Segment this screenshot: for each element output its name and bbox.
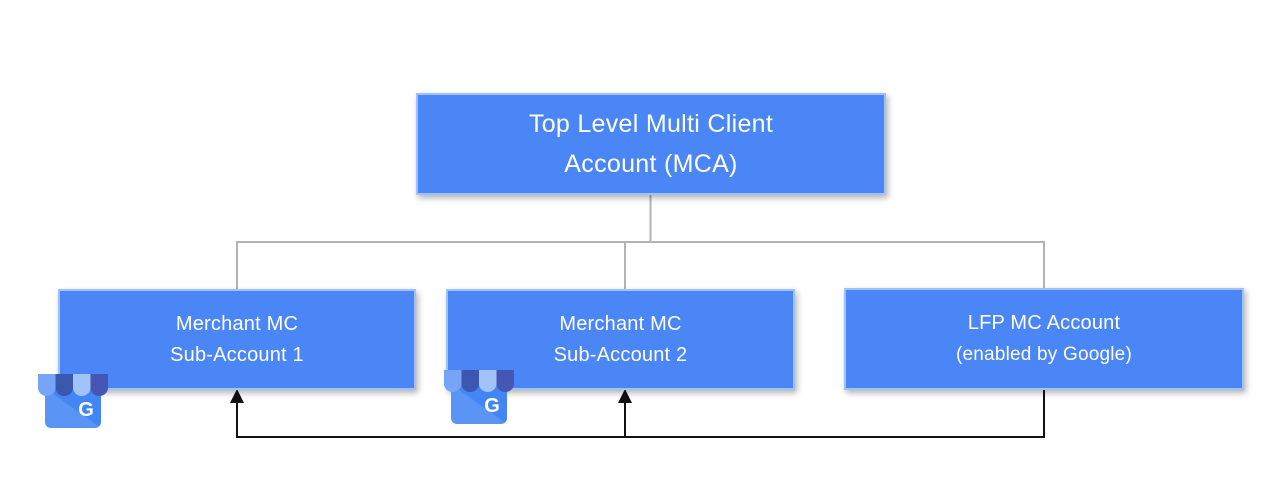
node-top-level-mca: Top Level Multi Client Account (MCA) xyxy=(416,93,886,195)
google-my-business-icon: G xyxy=(37,370,109,432)
node-text-line: (enabled by Google) xyxy=(956,344,1132,365)
arrowhead-to-sub2 xyxy=(618,389,632,403)
node-merchant-sub-account-1: Merchant MC Sub-Account 1 xyxy=(58,289,416,390)
node-text-line: Sub-Account 1 xyxy=(170,343,304,366)
node-text-line: Top Level Multi Client xyxy=(528,110,774,138)
node-text-line: LFP MC Account xyxy=(967,312,1121,334)
google-g-letter: G xyxy=(78,399,94,421)
node-text-line: Merchant MC xyxy=(559,312,682,335)
connector-tree xyxy=(236,195,1045,289)
node-text-line: Sub-Account 2 xyxy=(553,343,688,366)
google-g-letter: G xyxy=(484,395,500,417)
arrowhead-to-sub1 xyxy=(230,389,244,403)
google-my-business-icon: G xyxy=(443,366,515,428)
node-text-line: Account (MCA) xyxy=(564,150,738,178)
lfp-feedback-arrows xyxy=(230,389,1045,438)
node-text-line: Merchant MC xyxy=(175,312,299,335)
node-lfp-mc-account: LFP MC Account (enabled by Google) xyxy=(844,288,1244,390)
